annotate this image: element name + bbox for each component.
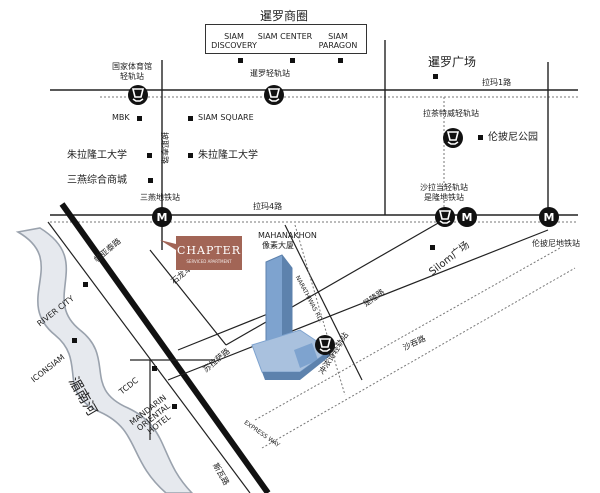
bts-train-icon <box>128 85 148 105</box>
mall-siam-paragon: SIAM PARAGON <box>318 32 358 50</box>
bts-train-icon <box>443 128 463 148</box>
place-samyan-mall: 三燕综合商城 <box>67 175 127 186</box>
mall-siam-discovery: SIAM DISCOVERY <box>211 32 257 50</box>
siam-area-box <box>205 24 367 54</box>
chapter-name: CHAPTER <box>176 244 241 257</box>
mrt-metro-icon: M <box>152 207 172 227</box>
svg-text:M: M <box>544 211 555 224</box>
station-sam-yan: 三燕地铁站 <box>140 193 180 202</box>
poi-square-icon <box>83 282 88 287</box>
svg-text:M: M <box>157 211 168 224</box>
poi-square-icon <box>338 58 343 63</box>
chao-phraya-river <box>15 227 194 493</box>
poi-square-icon <box>430 245 435 250</box>
road-rama4: 拉玛4路 <box>253 202 283 211</box>
mahanakhon-tower <box>251 254 331 380</box>
poi-square-icon <box>72 338 77 343</box>
poi-square-icon <box>433 74 438 79</box>
poi-square-icon <box>147 153 152 158</box>
poi-square-icon <box>290 58 295 63</box>
poi-square-icon <box>137 116 142 121</box>
poi-square-icon <box>188 116 193 121</box>
road-rama1: 拉玛1路 <box>482 78 512 87</box>
bts-train-icon <box>315 335 335 355</box>
chapter-apartment-marker[interactable]: CHAPTER SERVICED APARTMENT <box>176 236 242 270</box>
svg-text:M: M <box>462 211 473 224</box>
poi-square-icon <box>172 404 177 409</box>
chapter-subtitle: SERVICED APARTMENT <box>186 259 232 264</box>
poi-square-icon <box>188 153 193 158</box>
station-national-stadium: 国家体育馆 轻轨站 <box>112 62 152 81</box>
place-lumphini-park: 伦披尼公园 <box>488 132 538 143</box>
place-mahanakhon-en: MAHANAKHON <box>258 231 317 240</box>
poi-square-icon <box>148 178 153 183</box>
place-siam-square: SIAM SQUARE <box>198 113 254 122</box>
place-mbk: MBK <box>112 113 130 122</box>
station-siam: 暹罗轻轨站 <box>250 69 290 78</box>
place-siam-square-zh: 暹罗广场 <box>428 55 477 69</box>
station-lumphini: 伦披尼地铁站 <box>532 239 580 248</box>
bts-train-icon <box>435 207 455 227</box>
mrt-metro-icon: M <box>539 207 559 227</box>
station-ratchadamri: 拉茶特威轻轨站 <box>423 109 479 118</box>
road-phaya-thai: 披耶泰路 <box>160 132 169 164</box>
poi-square-icon <box>238 58 243 63</box>
bts-train-icon <box>264 85 284 105</box>
poi-square-icon <box>478 135 483 140</box>
station-sala-daeng: 沙拉当轻轨站 是隆地铁站 <box>420 183 468 202</box>
poi-square-icon <box>152 366 157 371</box>
siam-area-title: 暹罗商圈 <box>260 9 309 23</box>
mrt-metro-icon: M <box>457 207 477 227</box>
place-chula-right: 朱拉隆工大学 <box>198 150 258 161</box>
mall-siam-center: SIAM CENTER <box>257 32 313 41</box>
place-mahanakhon-zh: 像素大厦 <box>262 241 294 250</box>
place-chula-left: 朱拉隆工大学 <box>67 150 127 161</box>
